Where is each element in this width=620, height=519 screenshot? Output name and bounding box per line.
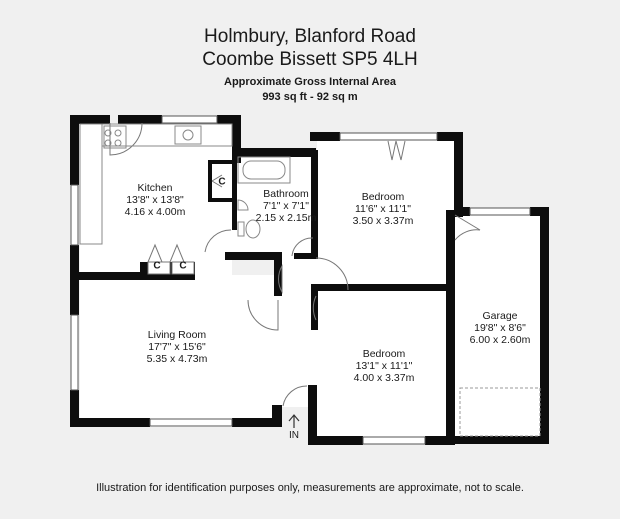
walls — [70, 115, 549, 445]
room-metric: 2.15 x 2.15m — [255, 212, 317, 224]
disclaimer: Illustration for identification purposes… — [96, 482, 524, 494]
room-imperial: 19'8" x 8'6" — [474, 322, 526, 334]
cupboard-label: C — [218, 176, 226, 188]
address-line-2: Coombe Bissett SP5 4LH — [202, 49, 418, 70]
room-name: Garage — [482, 310, 518, 322]
door-swings — [109, 122, 481, 407]
room-label-kitchen: Kitchen 13'8" x 13'8" 4.16 x 4.00m — [125, 182, 186, 218]
bathroom-fixtures — [237, 156, 291, 239]
area-value: 993 sq ft - 92 sq m — [262, 91, 358, 103]
room-imperial: 13'8" x 13'8" — [126, 194, 184, 206]
room-imperial: 11'6" x 11'1" — [354, 203, 412, 215]
floor-area — [80, 123, 546, 443]
room-metric: 4.00 x 3.37m — [353, 372, 415, 384]
room-imperial: 13'1" x 11'1" — [355, 360, 413, 372]
room-metric: 6.00 x 2.60m — [469, 334, 531, 346]
cupboard-label: C — [153, 260, 161, 272]
room-label-bedroom-1: Bedroom 11'6" x 11'1" 3.50 x 3.37m — [353, 191, 414, 227]
room-metric: 4.16 x 4.00m — [124, 206, 186, 218]
kitchen-fixtures — [79, 123, 233, 245]
room-label-living-room: Living Room 17'7" x 15'6" 5.35 x 4.73m — [147, 329, 208, 365]
address-line-1: Holmbury, Blanford Road — [204, 26, 416, 47]
room-name: Bedroom — [362, 348, 406, 360]
room-name: Bathroom — [263, 188, 309, 200]
room-metric: 3.50 x 3.37m — [352, 215, 414, 227]
windows — [70, 115, 531, 445]
room-metric: 5.35 x 4.73m — [146, 353, 208, 365]
room-name: Kitchen — [137, 182, 173, 194]
room-imperial: 17'7" x 15'6" — [148, 341, 206, 353]
room-label-garage: Garage 19'8" x 8'6" 6.00 x 2.60m — [470, 310, 531, 346]
room-name: Bedroom — [361, 191, 405, 203]
room-label-bathroom: Bathroom 7'1" x 7'1" 2.15 x 2.15m — [256, 188, 317, 224]
room-label-bedroom-2: Bedroom 13'1" x 11'1" 4.00 x 3.37m — [354, 348, 415, 384]
area-title: Approximate Gross Internal Area — [224, 76, 396, 88]
cupboard-doors — [147, 174, 223, 275]
cupboard-label: C — [179, 260, 187, 272]
room-name: Living Room — [147, 329, 207, 341]
entrance-arrow-icon — [288, 414, 300, 428]
entrance-label: IN — [289, 430, 299, 441]
room-imperial: 7'1" x 7'1" — [263, 200, 309, 212]
garage-door — [459, 387, 541, 437]
